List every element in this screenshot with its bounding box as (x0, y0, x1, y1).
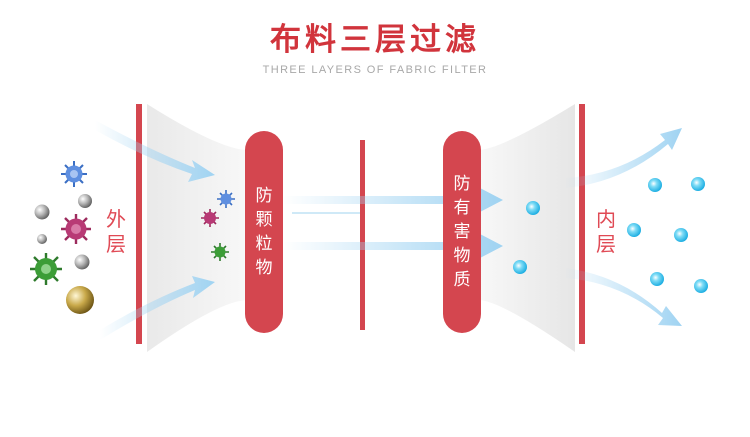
outer-layer-label: 外 层 (106, 207, 126, 257)
clean-air-bubble (694, 279, 708, 293)
gold-particle (66, 286, 94, 314)
virus-pink-small (201, 209, 219, 227)
virus-green-small (211, 243, 229, 261)
grey-particle (74, 254, 90, 270)
page-title: 布料三层过滤 (270, 22, 480, 58)
virus-green (30, 253, 62, 285)
inner-layer-char: 层 (596, 232, 616, 256)
clean-air-bubble (650, 272, 664, 286)
pill-char: 防 (453, 174, 471, 194)
clean-air-bubble (513, 260, 527, 274)
clean-air-bubble (691, 177, 705, 191)
virus-blue-small (217, 190, 235, 208)
clean-air-bubble (627, 223, 641, 237)
pill-char: 粒 (255, 234, 273, 254)
right-funnel (478, 104, 575, 352)
pill-char: 物 (453, 246, 471, 266)
harmful-filter-pill: 防 有 害 物 质 (443, 131, 481, 333)
inner-layer-label: 内 层 (596, 207, 616, 257)
pill-char: 害 (453, 222, 471, 242)
arrow-mid-bottom (283, 234, 503, 258)
arrow-in-bottom (100, 276, 215, 340)
grey-particle (34, 204, 50, 220)
arrow-in-top (95, 120, 215, 182)
pill-char: 物 (255, 258, 273, 278)
inner-layer-bar (579, 104, 585, 344)
middle-layer-bar (360, 140, 365, 330)
virus-blue-large (61, 161, 87, 187)
grey-particle (78, 194, 92, 208)
outer-layer-bar (136, 104, 142, 344)
arrow-mid-top (283, 188, 503, 212)
grey-particle (37, 234, 47, 244)
arrow-mid-top-2 (292, 212, 360, 214)
clean-air-bubble (526, 201, 540, 215)
clean-air-bubble (648, 178, 662, 192)
pill-char: 颗 (255, 210, 273, 230)
outer-layer-char: 层 (106, 232, 126, 256)
left-funnel (147, 104, 248, 352)
pill-char: 质 (453, 270, 471, 290)
arrow-out-bottom (565, 268, 682, 326)
clean-air-bubble (674, 228, 688, 242)
virus-pink (61, 214, 91, 244)
inner-layer-char: 内 (596, 207, 616, 231)
arrow-out-top (565, 128, 682, 188)
pill-char: 防 (255, 186, 273, 206)
pill-char: 有 (453, 198, 471, 218)
outer-layer-char: 外 (106, 207, 126, 231)
particle-filter-pill: 防 颗 粒 物 (245, 131, 283, 333)
page-subtitle: THREE LAYERS OF FABRIC FILTER (262, 64, 488, 76)
